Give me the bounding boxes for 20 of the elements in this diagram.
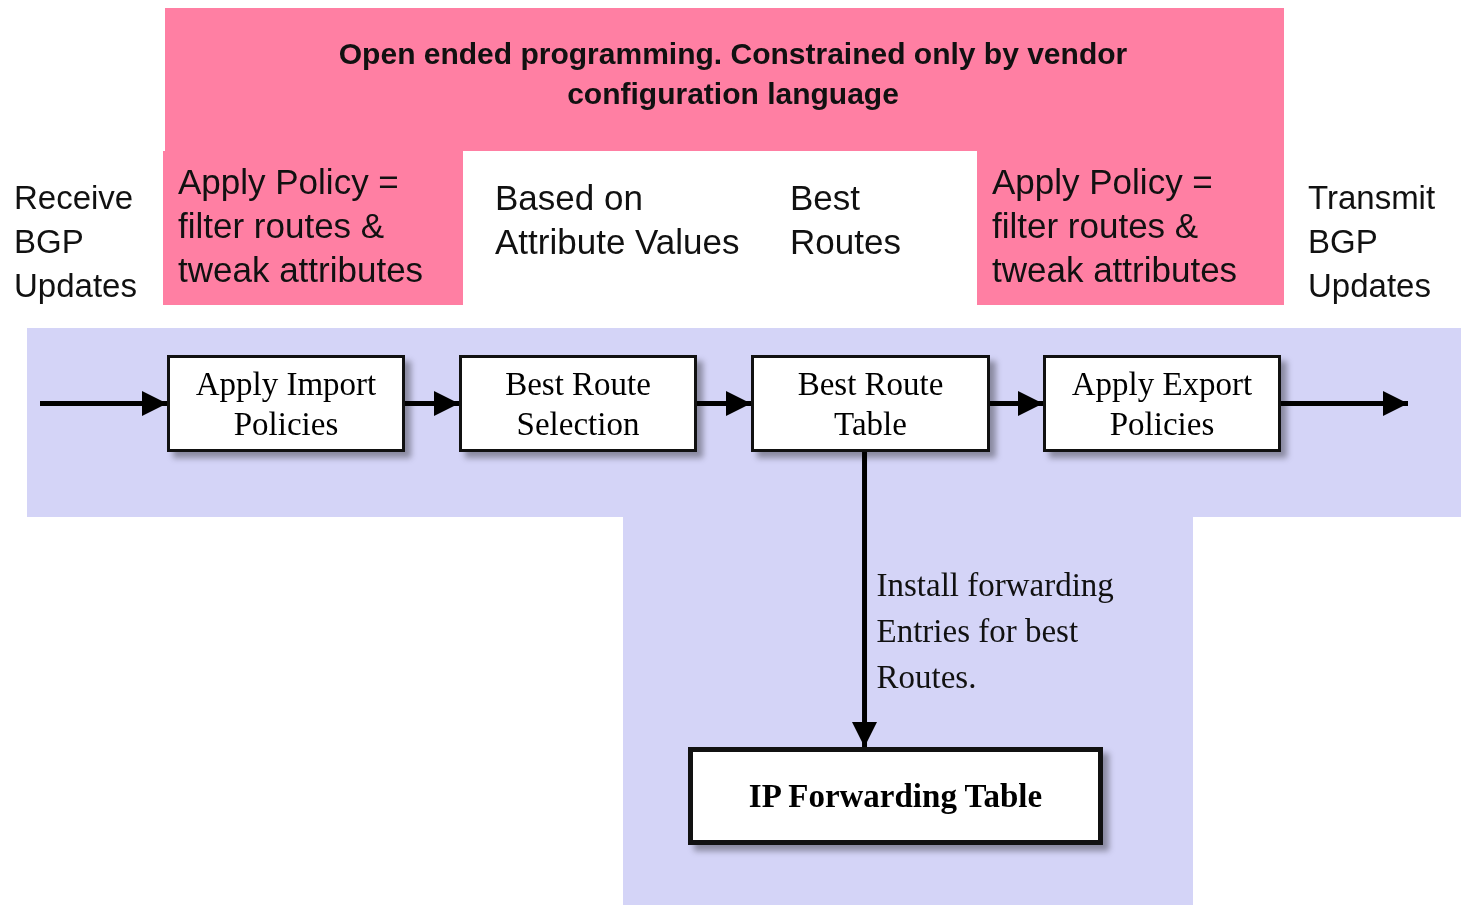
arrow	[697, 391, 751, 416]
policy-band	[163, 8, 1284, 305]
arrow	[990, 391, 1043, 416]
arrow	[405, 391, 459, 416]
process-box: Best Route Selection	[459, 355, 697, 452]
band-heading: Open ended programming. Constrained only by vendor configuration language	[337, 36, 1129, 112]
annotation-text: Best Routes	[790, 177, 902, 263]
process-box: Best Route Table	[751, 355, 990, 452]
process-box: Apply Export Policies	[1043, 355, 1281, 452]
process-box: IP Forwarding Table	[688, 747, 1103, 845]
annotation-text: Apply Policy = filter routes & tweak attributes	[178, 161, 425, 291]
arrow	[852, 452, 878, 747]
stage-band	[27, 328, 1461, 905]
annotation-text: Apply Policy = filter routes & tweak attributes	[992, 161, 1239, 291]
process-box: Apply Import Policies	[167, 355, 405, 452]
annotation-text: Based on Attribute Values	[495, 177, 741, 263]
annotation-text: Receive BGP Updates	[14, 178, 138, 306]
annotation-text: Transmit BGP Updates	[1308, 178, 1437, 306]
arrow	[40, 391, 167, 416]
arrow	[1281, 391, 1408, 416]
